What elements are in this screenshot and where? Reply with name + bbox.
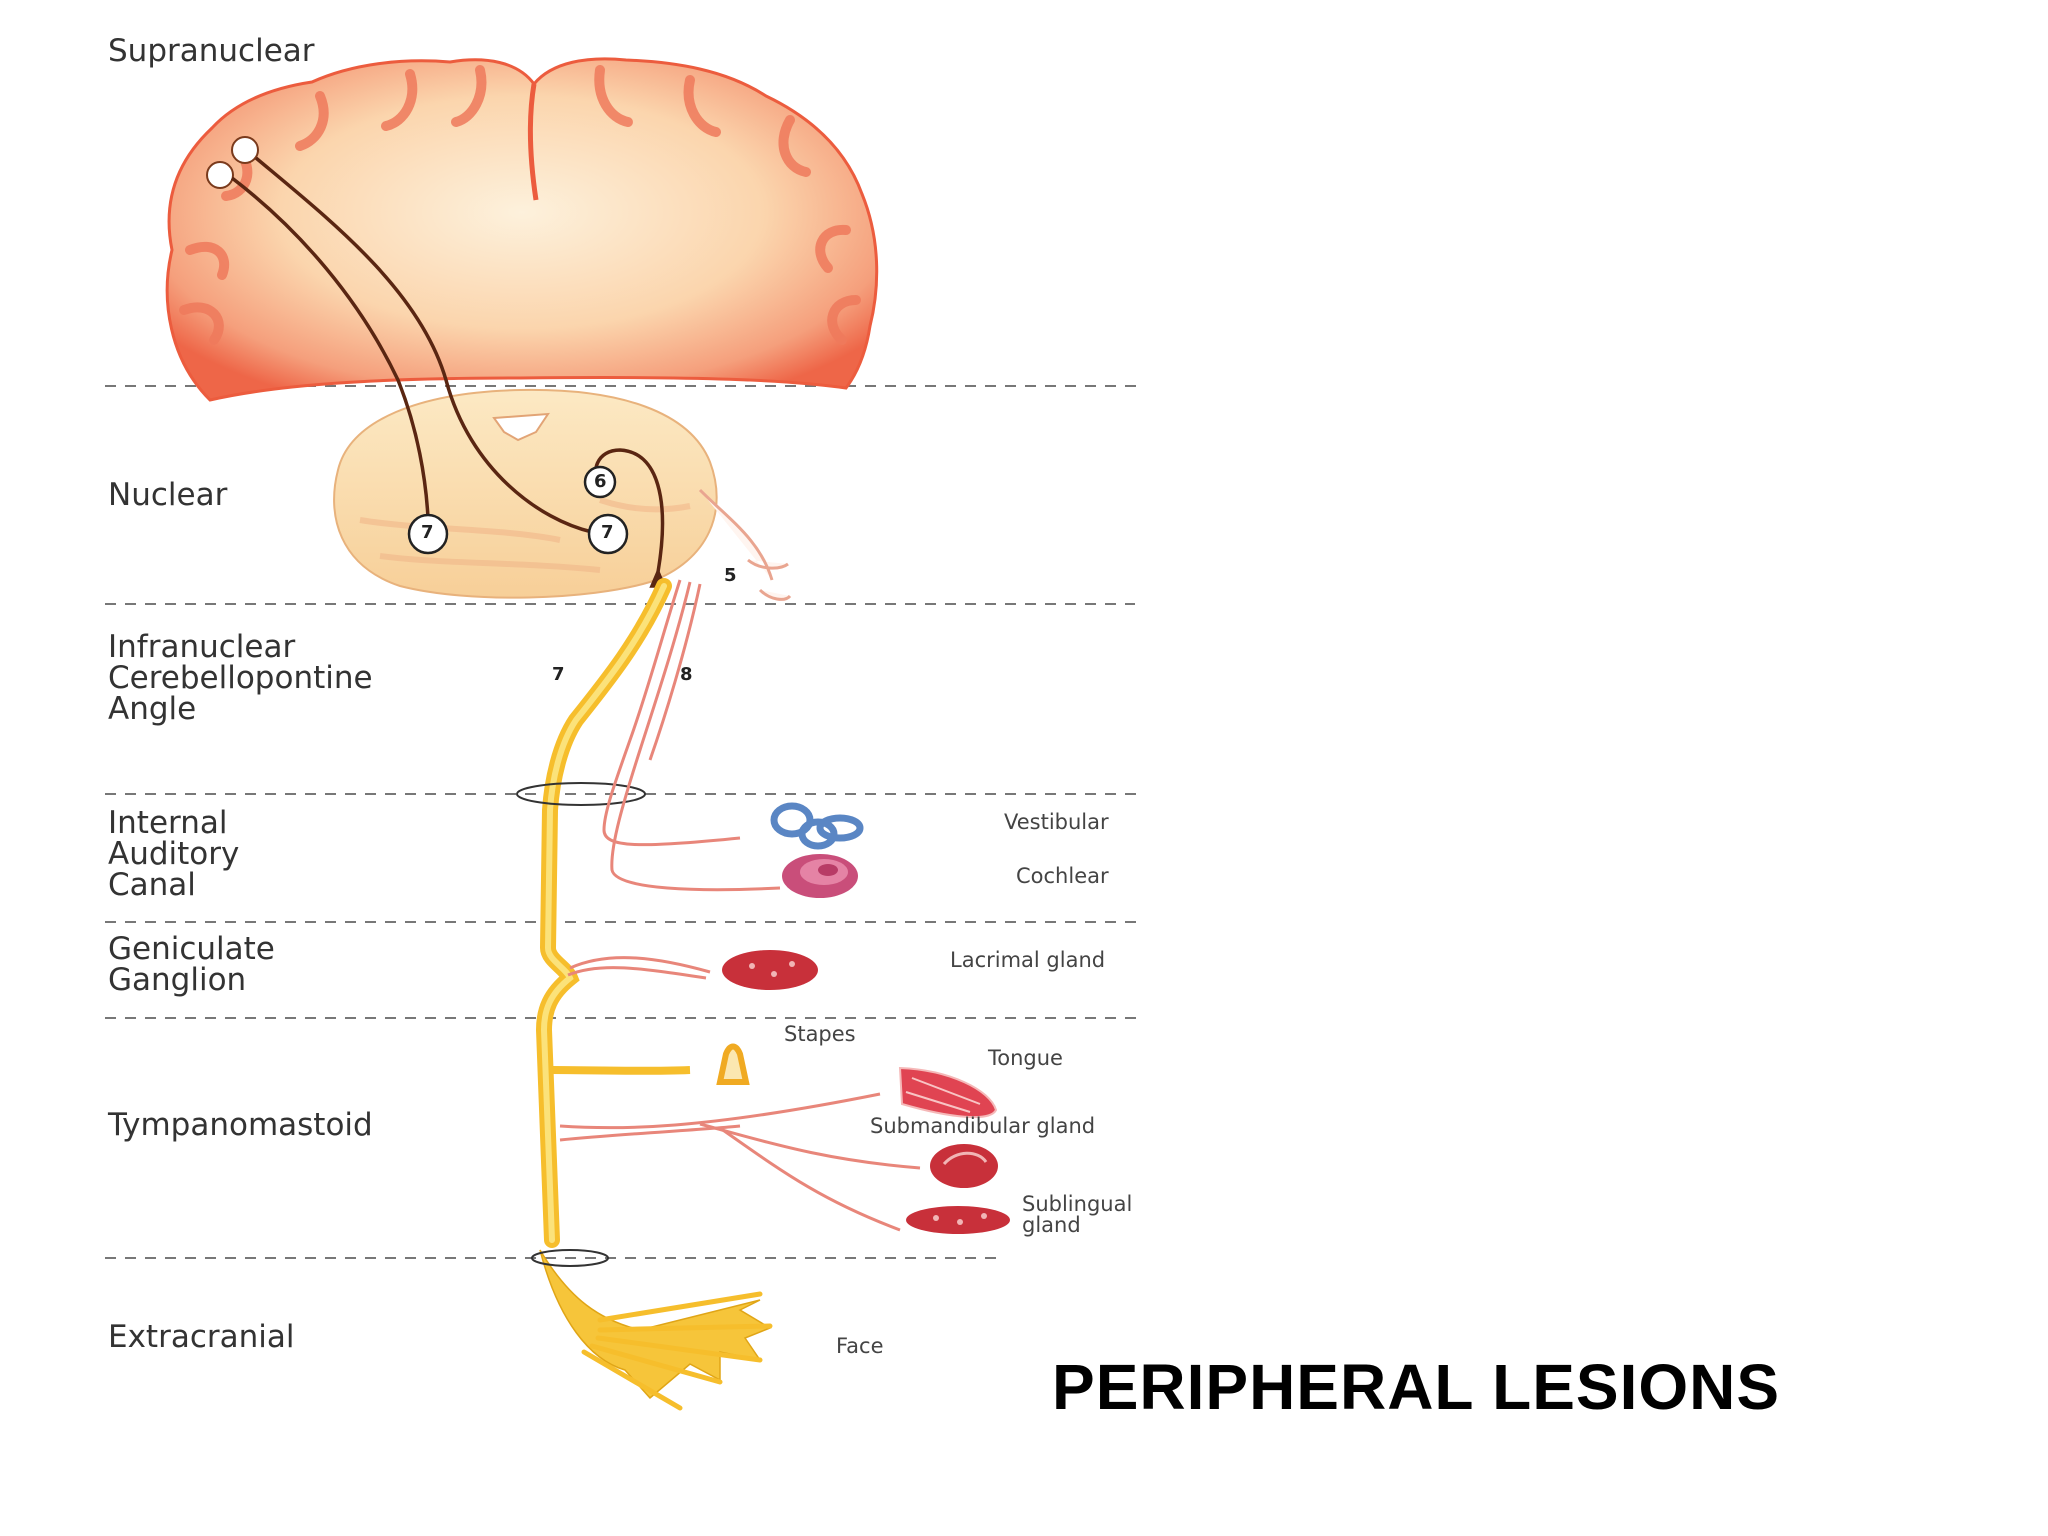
label-tongue: Tongue bbox=[988, 1046, 1063, 1070]
cerebrum bbox=[165, 57, 879, 402]
thin-branches bbox=[559, 579, 921, 1232]
facial-nucleus-right bbox=[587, 513, 629, 555]
nuclei bbox=[407, 465, 629, 555]
stapes-icon bbox=[716, 1043, 750, 1085]
facial-nucleus-left-number: 7 bbox=[421, 522, 434, 543]
label-lacrimal-gland: Lacrimal gland bbox=[950, 948, 1106, 972]
facial-nerve-number: 7 bbox=[552, 664, 565, 685]
greater-petrosal-nerve bbox=[567, 966, 707, 980]
lacrimal-gland-texture bbox=[749, 961, 795, 977]
fourth-ventricle bbox=[492, 412, 550, 442]
internal-acoustic-meatus-ring bbox=[516, 782, 646, 806]
cortical-gyri bbox=[179, 65, 861, 345]
cerebrum-shape bbox=[165, 57, 879, 402]
cn8-fiber-b bbox=[610, 581, 781, 892]
pons-tracts bbox=[359, 497, 691, 573]
label-face: Face bbox=[836, 1334, 884, 1358]
vestibulocochlear-nerve-number: 8 bbox=[680, 664, 693, 685]
level-supranuclear: Supranuclear bbox=[108, 33, 315, 69]
label-submandibular-gland: Submandibular gland bbox=[870, 1114, 1096, 1138]
sublingual-gland-texture bbox=[933, 1213, 987, 1225]
tongue-texture bbox=[905, 1077, 981, 1113]
facial-nerve bbox=[516, 578, 773, 1411]
upper-motor-neuron-1 bbox=[231, 136, 259, 164]
cn8-fiber-a bbox=[602, 579, 741, 847]
facial-branches bbox=[581, 1291, 773, 1411]
cn8-fiber-c bbox=[648, 583, 702, 761]
target-organs bbox=[716, 950, 1010, 1234]
submandibular-gland-icon bbox=[930, 1144, 998, 1188]
label-stapes: Stapes bbox=[784, 1022, 856, 1046]
cochlea-icon bbox=[782, 854, 858, 898]
brainstem bbox=[333, 388, 792, 601]
level-nuclear: Nuclear bbox=[108, 477, 228, 513]
level-infranuclear: Infranuclear Cerebellopontine Angle bbox=[108, 629, 373, 727]
level-geniculate-ganglion: Geniculate Ganglion bbox=[108, 931, 275, 998]
slide-title: PERIPHERAL LESIONS bbox=[1052, 1351, 1781, 1423]
inner-ear bbox=[770, 802, 864, 898]
facial-nucleus-left bbox=[407, 513, 449, 555]
label-vestibular: Vestibular bbox=[1004, 810, 1109, 834]
upper-motor-neuron-2 bbox=[206, 161, 234, 189]
level-extracranial: Extracranial bbox=[108, 1319, 295, 1355]
trigeminal-nerve-number: 5 bbox=[724, 565, 737, 586]
lacrimal-gland-icon bbox=[722, 950, 818, 990]
abducens-nucleus bbox=[583, 465, 617, 499]
chorda-tympani bbox=[559, 1092, 881, 1130]
level-internal-auditory-canal: Internal Auditory Canal bbox=[108, 805, 240, 903]
stylomastoid-foramen-ring bbox=[531, 1249, 609, 1267]
abducens-nucleus-number: 6 bbox=[594, 471, 607, 492]
nerve-to-stapedius bbox=[551, 1066, 691, 1075]
cerebral-fissure bbox=[527, 83, 539, 201]
pes-anserinus bbox=[539, 1249, 772, 1400]
label-sublingual-gland: Sublingual gland bbox=[1022, 1192, 1133, 1237]
trigeminal-root bbox=[698, 488, 792, 601]
level-tympanomastoid: Tympanomastoid bbox=[108, 1107, 373, 1143]
facial-nucleus-right-number: 7 bbox=[601, 522, 614, 543]
label-cochlear: Cochlear bbox=[1016, 864, 1109, 888]
level-dividers bbox=[105, 385, 1145, 1259]
vestibular-apparatus-icon bbox=[770, 802, 864, 850]
